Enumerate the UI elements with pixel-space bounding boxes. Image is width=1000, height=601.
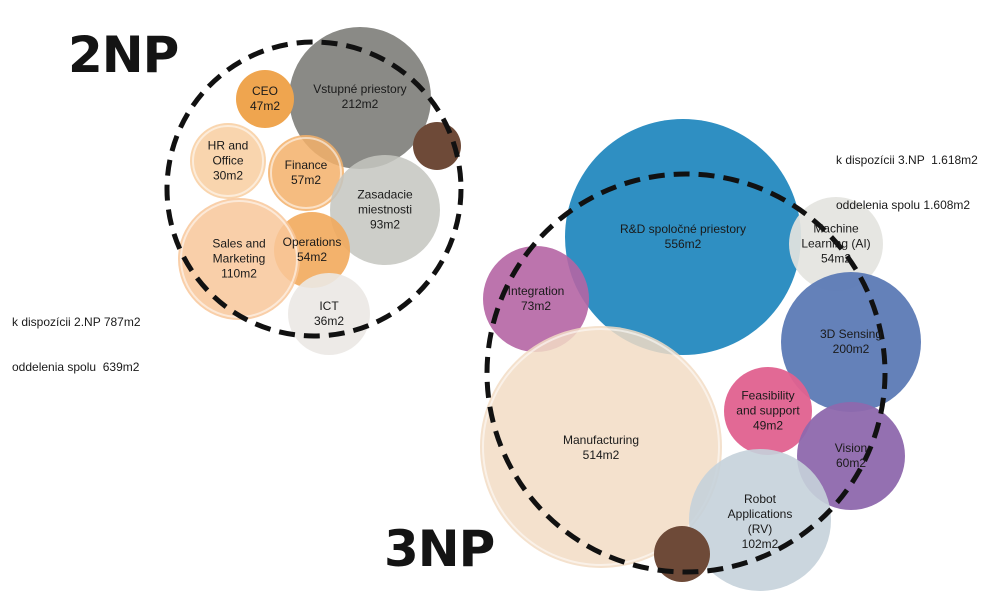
boundary-3np [484,171,888,575]
label-name-vstupne-priestory: Vstupné priestory [313,82,407,96]
stats-departments-3np: oddelenia spolu 1.608m2 [836,198,971,212]
label-name-robot-applications: Applications [727,507,793,521]
stats-departments-2np: oddelenia spolu 639m2 [12,360,140,374]
bubble-ring-manufacturing [482,328,720,566]
boundary-2np [164,39,464,339]
floor-2np-title: 2NP [68,26,179,84]
label-name-feasibility-and-support: Feasibility [741,388,795,403]
bubble-brown-2np [413,122,461,170]
label-name-rd-spolocne-priestory: R&D spoločné priestory [619,222,747,236]
label-name-integration: Integration [507,284,565,298]
bubble-brown-3np [654,526,710,582]
label-name-sales-and-marketing: Sales and [212,236,266,251]
label-area-manufacturing: 514m2 [582,448,620,462]
label-name-ict: ICT [319,299,339,313]
label-area-ceo: 47m2 [249,99,281,113]
label-area-operations: 54m2 [296,250,328,264]
bubble-finance [268,135,344,211]
bubble-vstupne-priestory [289,27,431,169]
label-name-zasadacie-miestnosti: Zasadacie [357,187,413,202]
floor-3np-stats: k dispozícii 3.NP 1.618m2 oddelenia spol… [836,123,978,228]
stats-available-2np: k dispozícii 2.NP 787m2 [12,315,141,329]
label-name-machine-learning: Learning (AI) [801,236,871,251]
bubble-zasadacie-miestnosti [330,155,440,265]
label-area-3d-sensing: 200m2 [832,342,870,356]
label-area-hr-and-office: 30m2 [212,168,244,183]
bubble-hr-and-office [190,123,266,199]
bubble-rd-spolocne-priestory [565,119,801,355]
bubble-ring-hr-and-office [192,125,264,197]
label-area-integration: 73m2 [520,299,552,313]
label-area-finance: 57m2 [290,173,322,187]
bubble-robot-applications [689,449,831,591]
stats-available-3np: k dispozícii 3.NP 1.618m2 [836,153,978,167]
label-name-sales-and-marketing: Marketing [212,251,266,266]
label-area-sales-and-marketing: 110m2 [221,266,257,281]
label-name-zasadacie-miestnosti: miestnosti [357,202,413,217]
label-area-robot-applications: 102m2 [741,537,779,551]
label-name-finance: Finance [284,158,328,172]
label-name-vision: Vision [834,441,868,455]
bubble-ceo [236,70,294,128]
label-name-3d-sensing: 3D Sensing [819,327,883,341]
label-area-vstupne-priestory: 212m2 [341,97,379,111]
label-name-robot-applications: Robot [743,492,777,506]
label-area-vision: 60m2 [835,456,867,470]
label-area-zasadacie-miestnosti: 93m2 [369,217,401,232]
bubble-feasibility-and-support [724,367,812,455]
floor-2np-stats: k dispozícii 2.NP 787m2 oddelenia spolu … [12,285,141,390]
label-area-feasibility-and-support: 49m2 [752,418,784,433]
bubble-sales-and-marketing [178,198,300,320]
bubble-integration [483,246,589,352]
label-area-ict: 36m2 [313,314,345,328]
label-name-machine-learning: Machine [813,221,859,236]
label-name-hr-and-office: Office [212,153,244,168]
bubble-ring-finance [270,137,342,209]
floor-3np-title: 3NP [384,520,495,578]
label-name-feasibility-and-support: and support [736,403,800,418]
label-name-ceo: CEO [251,84,278,98]
label-name-hr-and-office: HR and [207,138,249,153]
label-name-operations: Operations [282,235,342,249]
label-area-machine-learning: 54m2 [820,251,852,266]
label-area-rd-spolocne-priestory: 556m2 [664,237,702,251]
label-name-manufacturing: Manufacturing [562,433,640,447]
label-name-robot-applications: (RV) [747,522,773,536]
